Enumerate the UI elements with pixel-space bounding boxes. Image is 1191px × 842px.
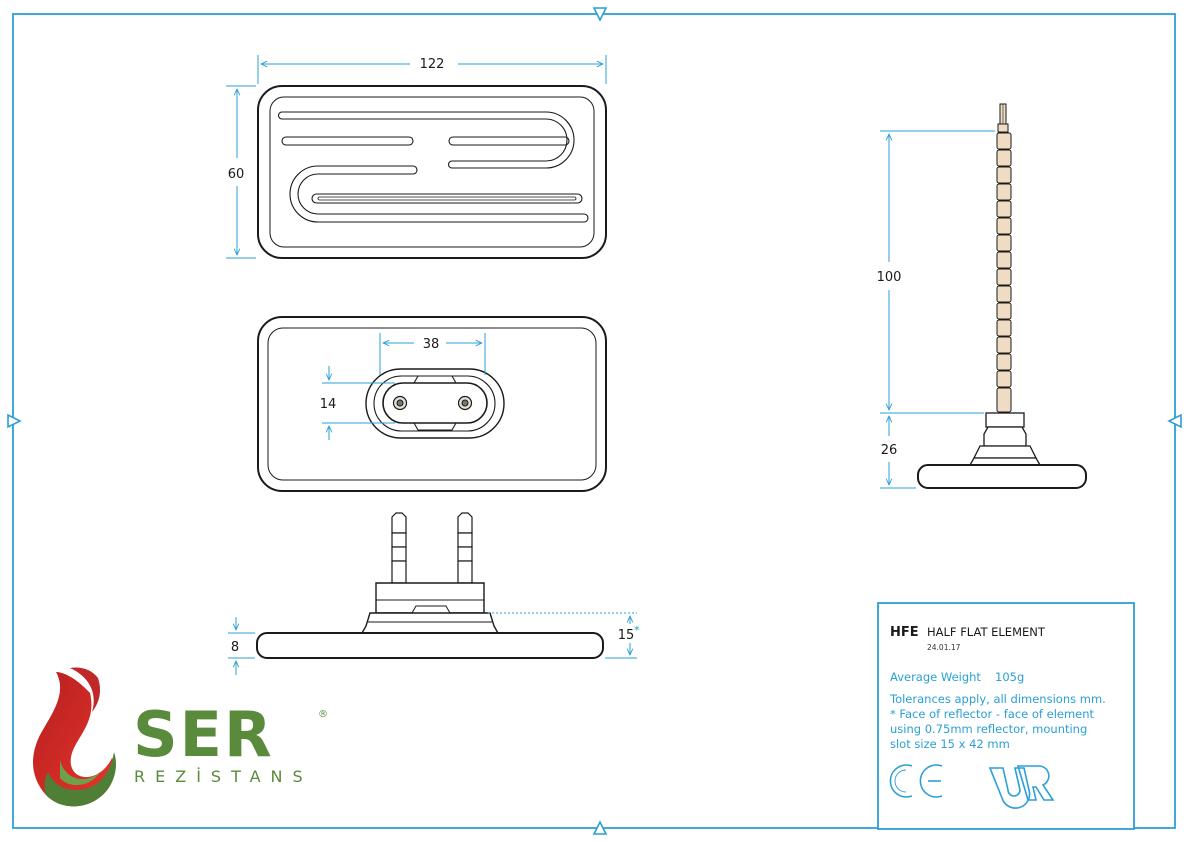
product-name: HALF FLAT ELEMENT <box>927 625 1046 639</box>
frame-left-marker <box>7 413 22 429</box>
dimension-slot-height: 14 <box>320 397 337 412</box>
side-view <box>256 512 604 659</box>
note-line-1: Tolerances apply, all dimensions mm. <box>889 692 1106 706</box>
dimension-width: 122 <box>420 57 445 72</box>
frame-right-marker <box>1167 413 1182 429</box>
drawing-frame <box>7 7 1182 835</box>
logo-subtitle: REZİSTANS <box>134 767 313 786</box>
note-line-2: * Face of reflector - face of element <box>890 707 1095 721</box>
weight-value: 105g <box>995 670 1024 684</box>
frame-top-marker <box>592 7 608 22</box>
bottom-view-dimensions <box>322 333 486 440</box>
flame-icon <box>33 667 116 807</box>
logo-brand: SER <box>133 698 274 771</box>
logo-registered: ® <box>318 709 328 720</box>
drawing-date: 24.01.17 <box>927 643 961 652</box>
dimension-reflector-gap: 15 <box>618 628 635 643</box>
ceramic-beads <box>996 132 1012 413</box>
reflector-asterisk: * <box>634 623 640 637</box>
dimension-height: 60 <box>228 167 245 182</box>
brand-logo: SER ® REZİSTANS <box>33 667 328 807</box>
title-block: HFE HALF FLAT ELEMENT 24.01.17 Average W… <box>877 602 1135 830</box>
connector-cap <box>360 582 500 634</box>
top-view <box>257 85 607 259</box>
end-cap <box>968 412 1042 466</box>
connector-pins <box>391 512 473 584</box>
note-line-4: slot size 15 x 42 mm <box>890 737 1010 751</box>
dimension-base-thickness: 8 <box>231 640 239 655</box>
note-line-3: using 0.75mm reflector, mounting <box>890 722 1087 736</box>
dimension-element-length: 100 <box>877 270 902 285</box>
bottom-view <box>257 316 607 492</box>
product-code: HFE <box>890 625 919 640</box>
end-view <box>917 103 1087 489</box>
ce-mark-icon <box>889 764 943 798</box>
weight-label: Average Weight <box>890 670 981 684</box>
dimension-slot-width: 38 <box>423 337 440 352</box>
ur-mark-icon <box>988 765 1055 809</box>
frame-bottom-marker <box>592 820 608 835</box>
end-view-dimensions <box>880 130 995 489</box>
top-view-dimensions <box>226 55 607 259</box>
dimension-cap-height: 26 <box>881 443 898 458</box>
side-view-dimensions <box>228 612 637 675</box>
